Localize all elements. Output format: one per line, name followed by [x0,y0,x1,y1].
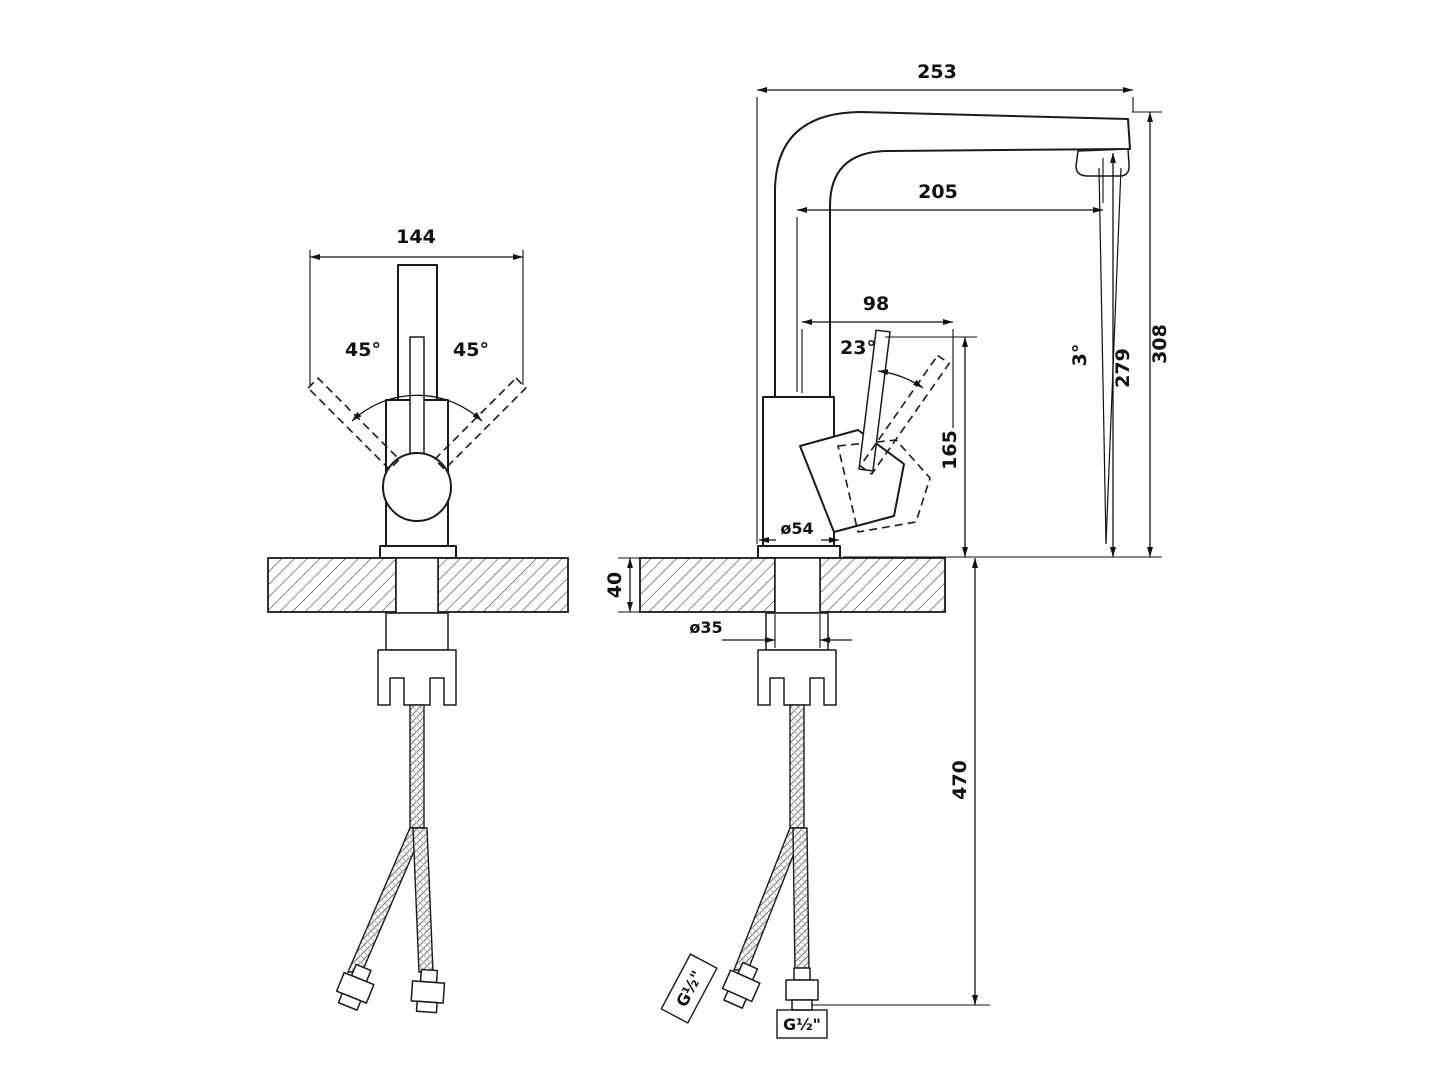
side-washer [765,612,829,651]
dim-height-aerator-label: 279 [1112,348,1134,388]
front-shank [395,557,439,614]
front-hose-left [346,827,426,973]
dim-hose-length-label: 470 [949,760,971,800]
swivel-left-label: 45° [345,339,381,361]
dim-front-width-label: 144 [396,226,436,248]
thread-left-label: G½" [672,968,707,1010]
swivel-right-label: 45° [453,339,489,361]
dim-counter-thickness-label: 40 [604,572,626,598]
front-view-dimensions: 144 45° 45° [309,226,524,422]
side-countertop-right [819,557,946,613]
front-base-plate [379,545,457,559]
dim-height-handle-label: 165 [939,430,961,470]
handle-angle-label: 23° [840,337,876,359]
front-view [267,264,569,1014]
side-hose-right [792,827,810,973]
side-view-dimensions: 253 205 98 23° 165 3° 279 308 [604,61,1171,1039]
front-hose-right [412,827,434,973]
side-handle-lever-alt [859,354,950,475]
front-fitting-left [335,963,375,1011]
front-countertop-right [437,557,569,613]
dim-handle-span-label: 98 [863,293,889,315]
front-mounting-nut [377,649,457,706]
side-countertop-left [639,557,776,613]
thread-bottom-label: G½" [783,1015,821,1034]
front-washer [385,612,449,651]
side-hose-strip [789,704,805,829]
side-spout [774,111,1131,401]
spout-tilt-label: 3° [1069,344,1091,367]
dim-top-width-label: 253 [917,61,957,83]
dim-base-dia-label: ø54 [780,519,813,538]
front-fitting-right [410,968,446,1014]
thread-callout-bottom: G½" [776,1009,828,1039]
swivel-arc [351,394,483,422]
side-mounting-nut [757,649,837,706]
thread-callout-left: G½" [660,953,718,1024]
side-view [639,111,1131,1011]
dim-height-total-label: 308 [1149,324,1171,364]
side-fitting-bottom [785,967,819,1011]
front-ball-joint [382,452,452,522]
dim-reach-label: 205 [918,181,958,203]
side-shank [774,557,821,614]
front-handle-lever [409,336,425,468]
handle-angle-arc [877,369,924,389]
dim-hole-dia-label: ø35 [689,618,722,637]
side-handle-boss-alt [837,439,931,533]
side-handle-boss [799,429,905,533]
front-hose-strip [409,704,425,829]
side-base-plate [757,545,841,559]
front-countertop-left [267,557,397,613]
side-fitting-left [721,961,761,1009]
